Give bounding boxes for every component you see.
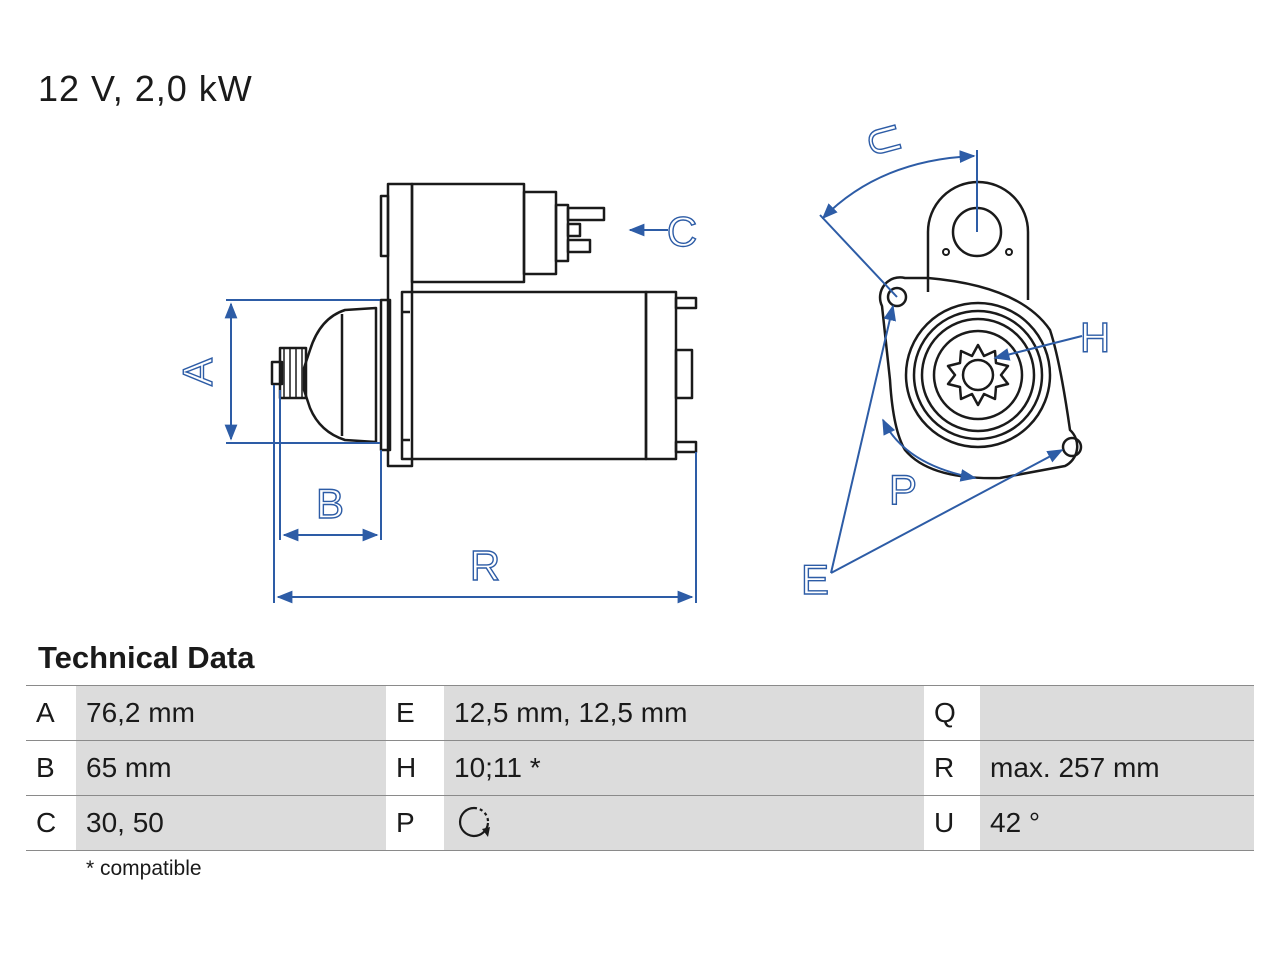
label-H: H xyxy=(1080,314,1110,361)
value-cell: max. 257 mm xyxy=(980,740,1254,796)
label-E: E xyxy=(801,556,829,603)
key-cell: A xyxy=(26,685,76,741)
bolt-hole-lower xyxy=(1061,436,1083,458)
starter-side-view xyxy=(270,182,698,468)
mounting-flange xyxy=(386,182,414,468)
key-cell: P xyxy=(386,795,444,851)
label-C: C xyxy=(667,208,697,255)
label-P: P xyxy=(889,466,917,513)
drive-end-housing xyxy=(302,306,378,444)
key-cell: Q xyxy=(924,685,980,741)
table-row: B 65 mm H 10;11 * R max. 257 mm xyxy=(26,740,1254,796)
motor-body xyxy=(400,290,648,461)
value-cell: 12,5 mm, 12,5 mm xyxy=(444,685,924,741)
starter-front-view xyxy=(878,180,1083,480)
label-U: U xyxy=(857,120,910,161)
technical-drawing: A B R C U H P E xyxy=(173,119,1111,604)
key-cell: B xyxy=(26,740,76,796)
value-cell: 42 ° xyxy=(980,795,1254,851)
terminal-lower xyxy=(566,238,592,254)
product-headline: 12 V, 2,0 kW xyxy=(38,68,253,109)
table-row: C 30, 50 P U 42 ° xyxy=(26,795,1254,851)
bolt-hole-upper xyxy=(886,286,908,308)
label-A: A xyxy=(174,358,221,386)
value-cell: 30, 50 xyxy=(76,795,386,851)
value-cell xyxy=(980,685,1254,741)
key-cell: U xyxy=(924,795,980,851)
value-cell: 10;11 * xyxy=(444,740,924,796)
technical-data-table: A 76,2 mm E 12,5 mm, 12,5 mm Q B 65 mm H… xyxy=(26,685,1254,851)
solenoid-body xyxy=(410,182,526,284)
value-cell: 76,2 mm xyxy=(76,685,386,741)
value-cell: 65 mm xyxy=(76,740,386,796)
label-R: R xyxy=(470,542,500,589)
key-cell: C xyxy=(26,795,76,851)
technical-data-title: Technical Data xyxy=(38,640,255,675)
pinion-gear xyxy=(278,346,308,400)
solenoid-cap xyxy=(522,190,558,276)
footnote: * compatible xyxy=(86,857,202,880)
table-row: A 76,2 mm E 12,5 mm, 12,5 mm Q xyxy=(26,685,1254,741)
front-pinion-icon xyxy=(946,343,1010,407)
key-cell: R xyxy=(924,740,980,796)
front-flange xyxy=(878,276,1079,480)
terminal-upper xyxy=(566,206,606,222)
label-B: B xyxy=(316,480,344,527)
value-cell xyxy=(444,795,924,851)
motor-end-cap xyxy=(644,290,678,461)
rotation-direction-icon xyxy=(458,806,490,838)
key-cell: H xyxy=(386,740,444,796)
key-cell: E xyxy=(386,685,444,741)
